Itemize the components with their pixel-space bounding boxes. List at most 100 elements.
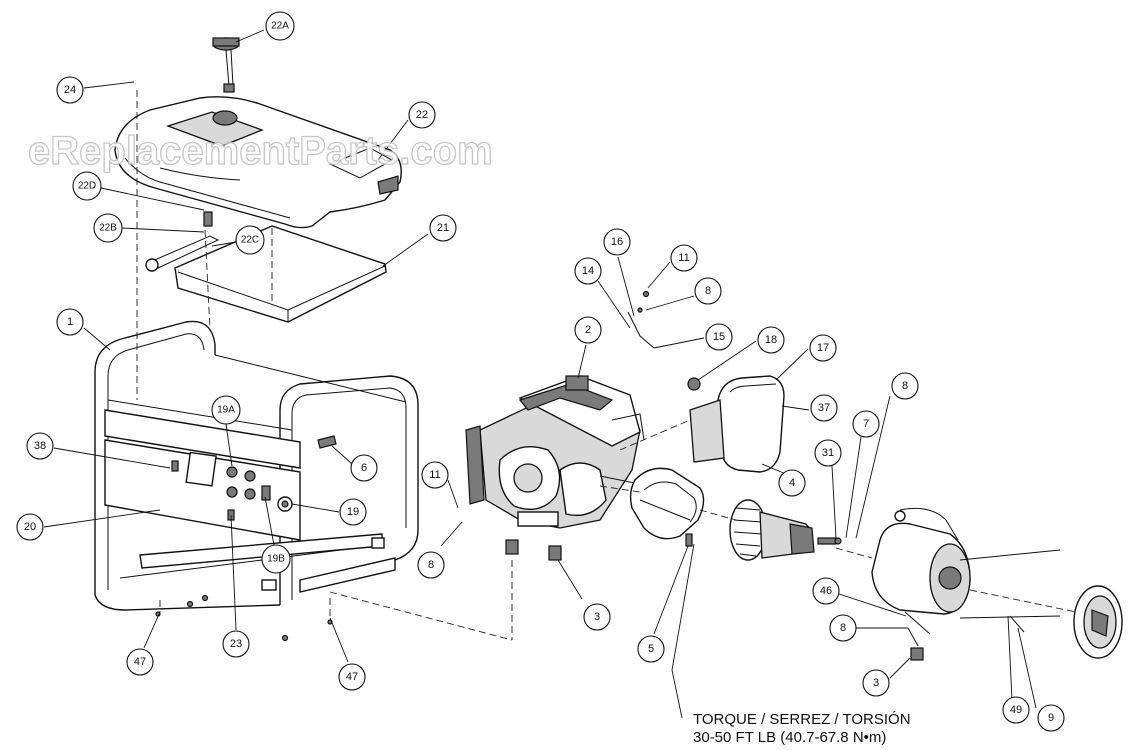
end-cover-part — [1073, 585, 1123, 659]
callout-1: 1 — [56, 308, 84, 336]
torque-note-line2: 30-50 FT LB (40.7-67.8 N•m) — [693, 729, 886, 746]
callout-number: 14 — [582, 265, 594, 277]
callout-bubble — [56, 308, 84, 336]
callout-bubble — [126, 648, 154, 676]
callout-number: 1 — [67, 316, 73, 328]
callout-number: 7 — [863, 418, 869, 430]
choke-linkage-part — [627, 290, 655, 349]
callout-number: 22 — [416, 109, 428, 121]
callout-number: 19A — [217, 405, 235, 416]
muffler-part — [687, 375, 785, 473]
callout-number: 22B — [99, 223, 117, 234]
callout-bubble — [265, 11, 295, 41]
heat-shield-part — [174, 225, 387, 323]
callout-bubble — [350, 454, 378, 482]
callout-21: 21 — [429, 214, 457, 242]
fuel-valve-part — [145, 211, 220, 272]
callout-number: 49 — [1010, 704, 1022, 716]
callout-number: 37 — [818, 402, 830, 414]
callout-number: 11 — [429, 469, 440, 481]
callout-23: 23 — [222, 630, 250, 658]
callout-bubble — [1002, 696, 1030, 724]
callout-11a: 11 — [670, 244, 698, 272]
callout-49: 49 — [1002, 696, 1030, 724]
callout-bubble — [670, 244, 698, 272]
callout-bubble — [891, 372, 919, 400]
callout-number: 19 — [347, 506, 359, 518]
callout-14: 14 — [574, 257, 602, 285]
callout-number: 47 — [134, 656, 146, 668]
callout-bubble — [778, 469, 806, 497]
callout-number: 24 — [64, 84, 76, 96]
callout-22B: 22B — [93, 213, 123, 243]
callout-17: 17 — [809, 334, 837, 362]
callout-bubble — [637, 635, 665, 663]
callout-bubble — [339, 498, 367, 526]
callout-bubble — [56, 76, 84, 104]
rotor-part — [729, 499, 842, 561]
callout-number: 18 — [765, 334, 777, 346]
callout-number: 5 — [648, 643, 654, 655]
through-bolts-part — [959, 549, 1061, 633]
callout-bubble — [705, 323, 733, 351]
frame-part — [94, 320, 419, 642]
callout-bubble — [222, 630, 250, 658]
callout-bubble — [862, 669, 890, 697]
callout-19A: 19A — [211, 395, 241, 425]
callout-number: 16 — [611, 236, 623, 248]
engine-mount-feet — [505, 539, 562, 561]
callout-18: 18 — [757, 326, 785, 354]
callout-number: 22D — [78, 181, 96, 192]
callout-3b: 3 — [862, 669, 890, 697]
callout-bubble — [829, 614, 857, 642]
callout-number: 4 — [789, 477, 795, 489]
callout-3a: 3 — [583, 603, 611, 631]
callout-number: 21 — [437, 222, 449, 234]
callout-number: 15 — [713, 331, 725, 343]
callout-number: 8 — [705, 285, 711, 297]
callout-bubble — [211, 395, 241, 425]
callout-bubble — [852, 410, 880, 438]
callout-number: 17 — [817, 342, 829, 354]
callout-bubble — [417, 551, 445, 579]
callout-9: 9 — [1037, 704, 1065, 732]
callout-bubble — [603, 228, 631, 256]
stator-housing-part — [871, 507, 971, 635]
callout-number: 20 — [24, 521, 36, 533]
callout-47a: 47 — [126, 648, 154, 676]
callout-bubble — [429, 214, 457, 242]
callout-bubble — [72, 171, 102, 201]
callout-22A: 22A — [265, 11, 295, 41]
callout-2: 2 — [574, 316, 602, 344]
fuel-tank-part — [114, 96, 402, 229]
callout-bubble — [338, 663, 366, 691]
callout-number: 3 — [594, 611, 600, 623]
fuel-cap-part — [212, 37, 240, 93]
assembly-guide-lines — [136, 90, 1077, 641]
fan-housing-part — [629, 467, 705, 547]
callout-8d: 8 — [829, 614, 857, 642]
callout-19: 19 — [339, 498, 367, 526]
callout-22D: 22D — [72, 171, 102, 201]
callout-20: 20 — [16, 513, 44, 541]
callout-bubble — [694, 277, 722, 305]
callout-bubble — [1037, 704, 1065, 732]
callout-11b: 11 — [421, 461, 449, 489]
callout-bubble — [814, 439, 842, 467]
callout-8b: 8 — [417, 551, 445, 579]
callout-number: 2 — [585, 324, 591, 336]
callout-bubble — [574, 257, 602, 285]
callout-7: 7 — [852, 410, 880, 438]
callout-bubble — [235, 225, 265, 255]
callout-bubble — [93, 213, 123, 243]
callout-number: 3 — [873, 677, 879, 689]
callout-number: 22C — [241, 235, 259, 246]
callout-number: 6 — [361, 462, 367, 474]
callout-19B: 19B — [261, 544, 291, 574]
callout-31: 31 — [814, 439, 842, 467]
callout-number: 38 — [34, 440, 46, 452]
callout-37: 37 — [810, 394, 838, 422]
callout-bubble — [26, 432, 54, 460]
callout-bubble — [812, 577, 840, 605]
